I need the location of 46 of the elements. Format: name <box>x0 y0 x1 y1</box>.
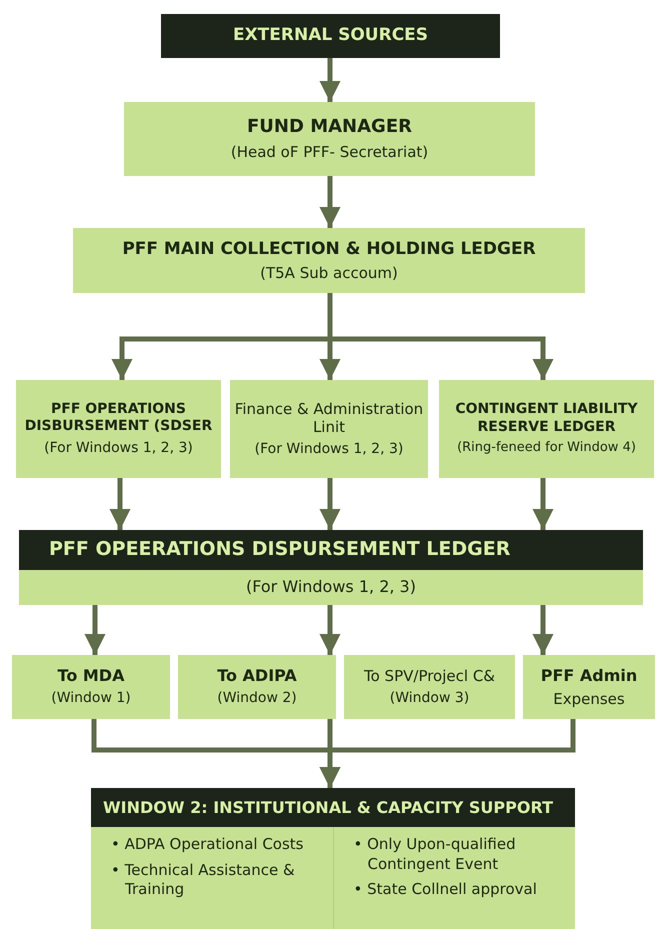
box-title: PFF Admin <box>540 666 638 686</box>
bullet-item: • Only Upon-qualified Contingent Event <box>354 835 517 874</box>
box-title: PFF OPERATIONS DISBURSEMENT (SDSER <box>24 400 214 436</box>
box-subtitle: (For Windows 1, 2, 3) <box>246 576 416 598</box>
arrow <box>532 605 554 655</box>
process-box <box>16 380 221 478</box>
support-box <box>91 788 575 929</box>
box-title: EXTERNAL SOURCES <box>232 25 428 47</box>
box-title: Finance & Administration Linit <box>234 400 424 437</box>
arrow <box>532 478 554 530</box>
box-subtitle: (Window 2) <box>217 690 297 708</box>
process-box <box>344 655 515 719</box>
box-title: To MDA <box>58 666 124 686</box>
box-title: To ADIPA <box>217 666 297 686</box>
process-box <box>178 655 336 719</box>
box-subtitle: (For Windows 1, 2, 3) <box>44 440 193 458</box>
arrow <box>320 478 340 530</box>
box-title: To SPV/Projecl C& <box>364 666 495 686</box>
process-box <box>73 228 585 293</box>
process-box <box>12 655 170 719</box>
box-subtitle: (Window 1) <box>51 690 131 708</box>
arrow <box>320 605 340 655</box>
bullet-item: • ADPA Operational Costs <box>111 835 304 854</box>
process-box <box>230 380 428 478</box>
arrow <box>84 605 106 655</box>
process-box <box>523 655 655 719</box>
arrow <box>320 176 340 228</box>
box-subtitle: (For Windows 1, 2, 3) <box>254 441 404 458</box>
box-subtitle: (T5A Sub accoum) <box>260 264 398 282</box>
process-box <box>124 102 535 176</box>
arrow <box>320 58 340 102</box>
box-header: WINDOW 2: INSTITUTIONAL & CAPACITY SUPPORT <box>91 788 575 827</box>
box-header: PFF OPEERATIONS DISPURSEMENT LEDGER <box>19 530 643 570</box>
bullet-item: • Technical Assistance & Training <box>111 860 296 900</box>
box-subtitle: (Ring-feneed for Window 4) <box>457 440 636 457</box>
box-subtitle: (Head oF PFF- Secretariat) <box>230 142 428 162</box>
box-subtitle: (Window 3) <box>390 690 470 708</box>
box-title: PFF MAIN COLLECTION & HOLDING LEDGER <box>122 238 536 260</box>
ledger-box <box>19 530 643 605</box>
bullet-item: • State Collnell approval <box>354 880 538 900</box>
box-title: FUND MANAGER <box>247 116 412 139</box>
box-title: CONTINGENT LIABILITY RESERVE LEDGER <box>454 401 639 436</box>
source-box <box>161 14 500 58</box>
process-box <box>439 380 654 478</box>
arrow <box>110 478 130 530</box>
box-subtitle: Expenses <box>553 690 625 708</box>
